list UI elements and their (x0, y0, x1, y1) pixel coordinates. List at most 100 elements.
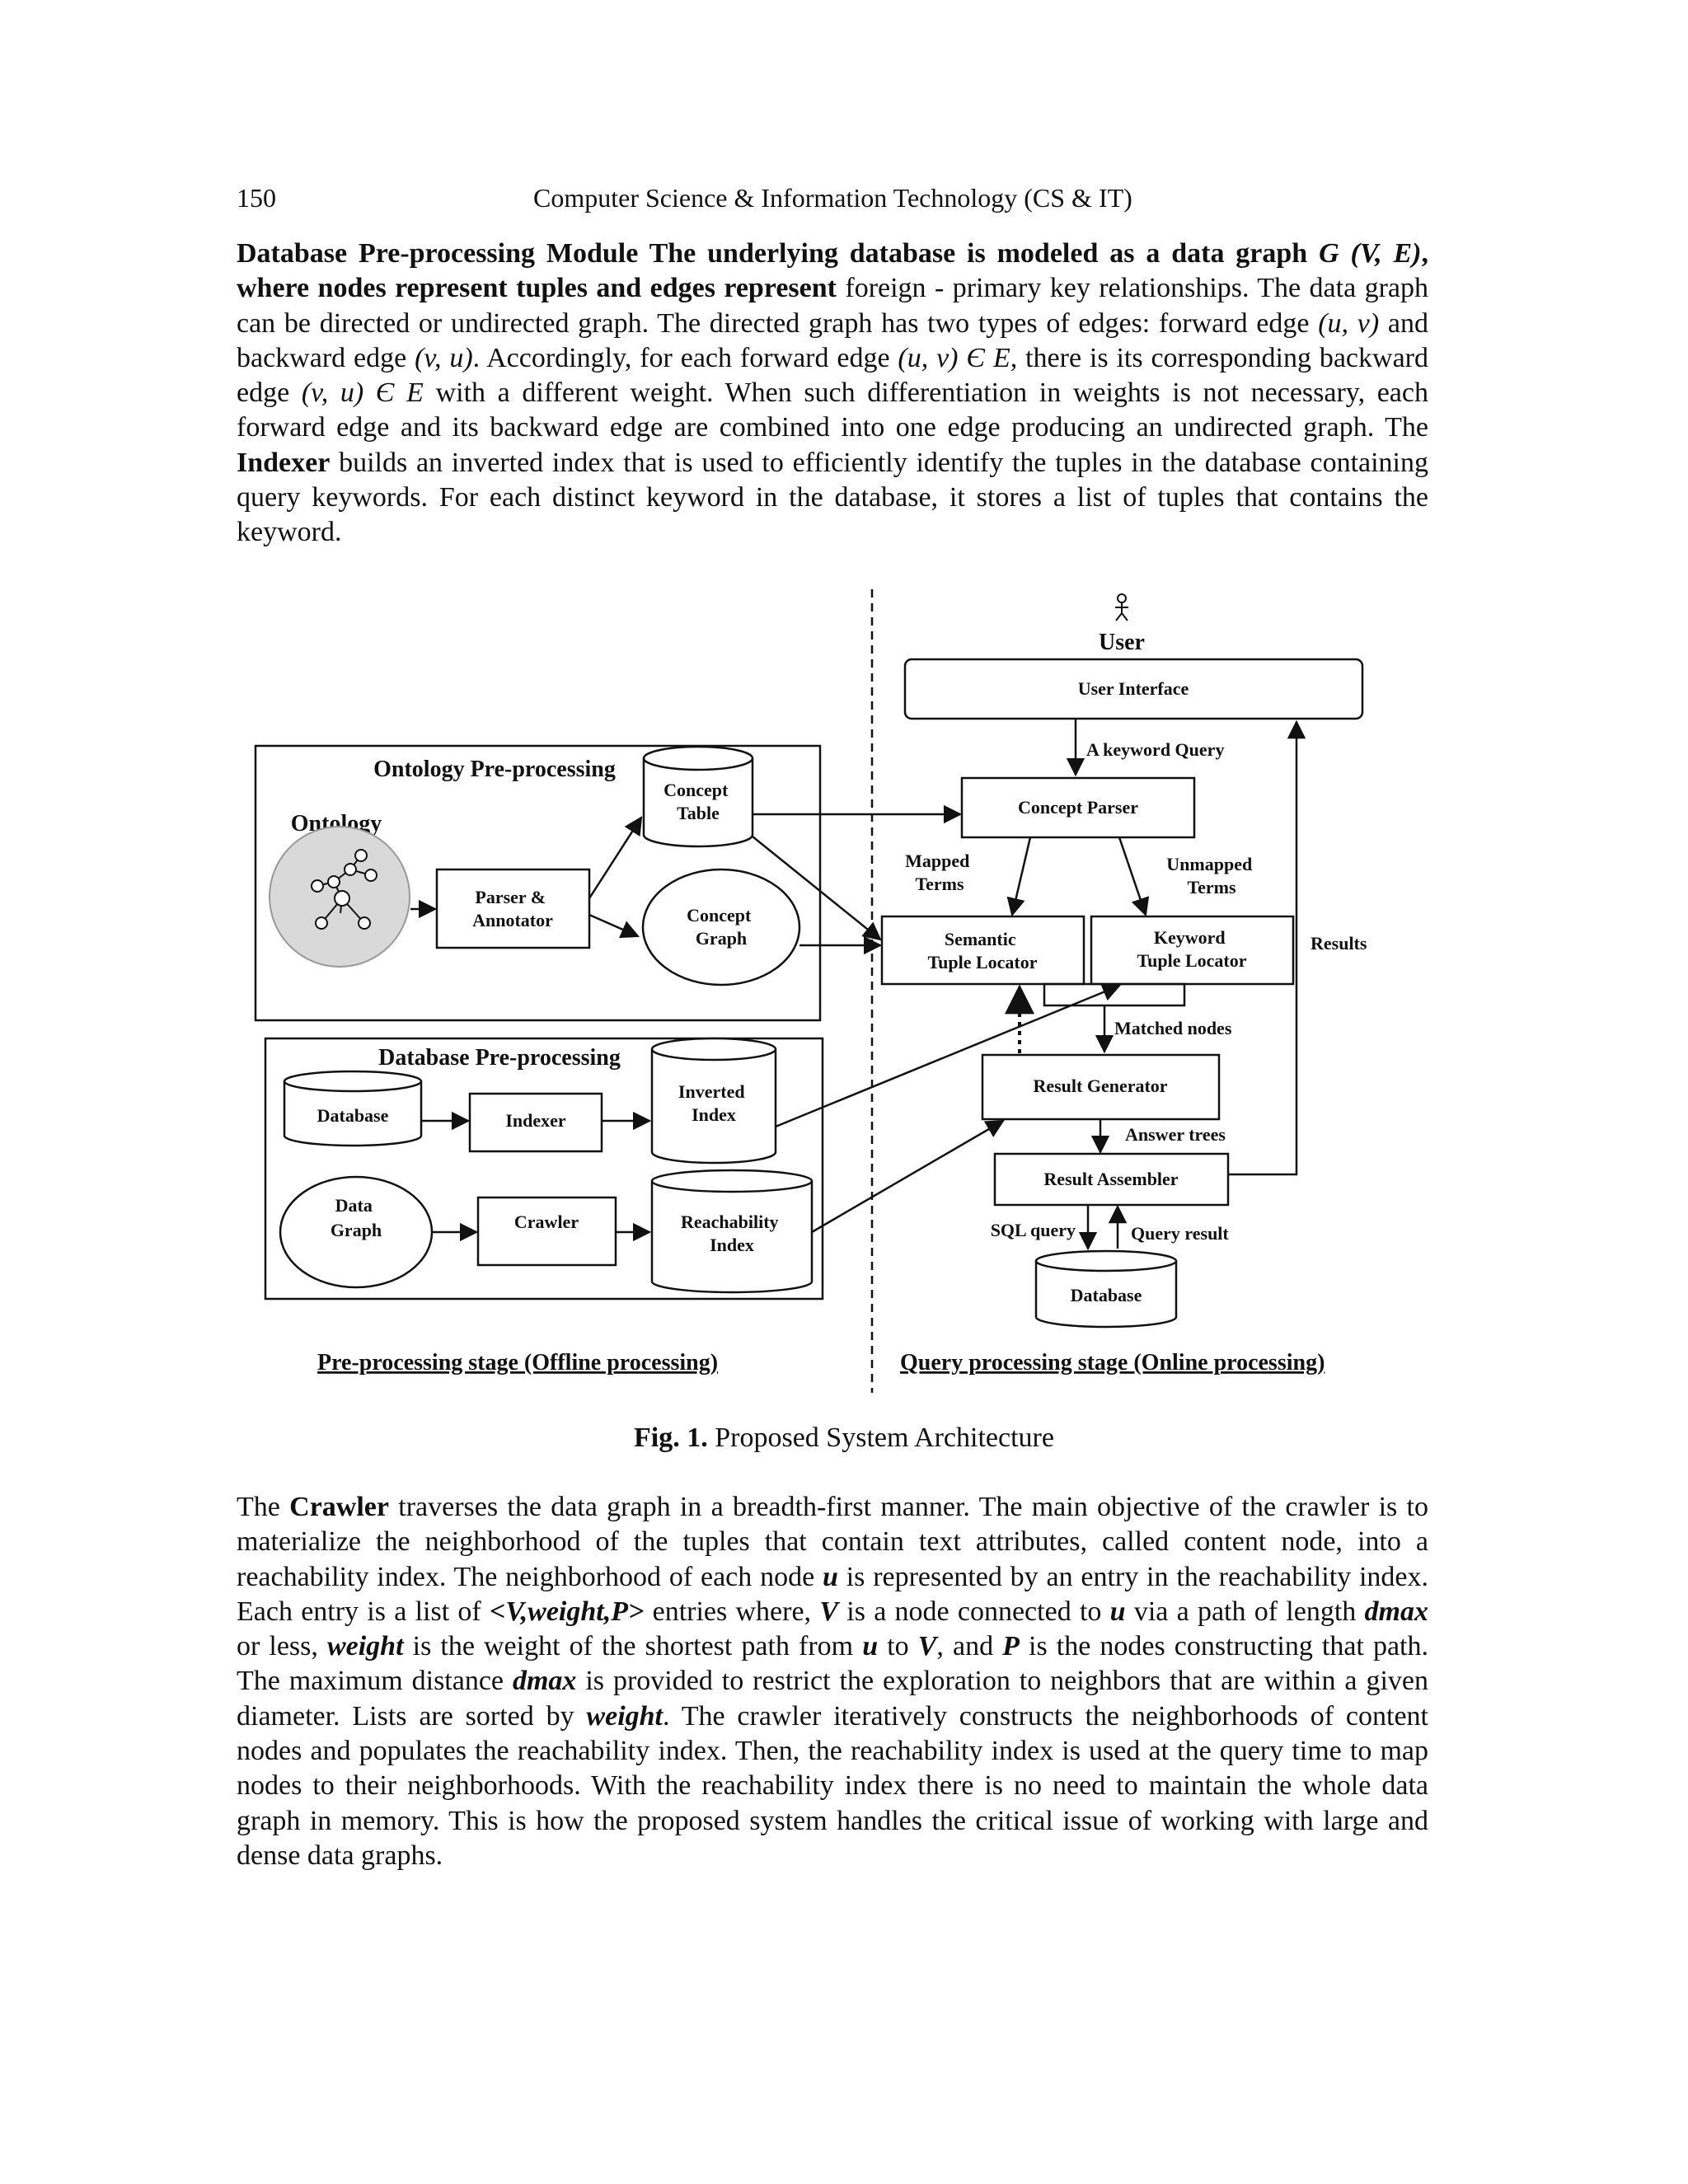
user-label: User (1099, 630, 1145, 655)
indexer-box (468, 1092, 603, 1153)
concept-table-label: Concept Table (663, 780, 733, 823)
system-architecture-diagram: User User Interface A keyword Query Conc… (254, 589, 1367, 1393)
offline-stage-label: Pre-processing stage (Offline processing… (317, 1350, 718, 1376)
p2-s16: u (862, 1631, 879, 1662)
reach-line-1: Reachability (681, 1212, 779, 1232)
matched-nodes-label: Matched nodes (1114, 1018, 1232, 1038)
data-graph-line-1: Data (335, 1195, 373, 1216)
database-preprocessing-box (264, 1037, 824, 1301)
p2-s10: u (1109, 1596, 1126, 1627)
paragraph-crawler: The Crawler traverses the data graph in … (237, 1490, 1428, 1873)
result-assembler-label: Result Assembler (1043, 1169, 1178, 1189)
keyword-line-1: Keyword (1154, 927, 1226, 948)
online-stage-label: Query processing stage (Online processin… (900, 1350, 1325, 1376)
parser-to-graph-arrow (588, 913, 640, 939)
inverted-index-label: Inverted Index (678, 1081, 749, 1125)
user-interface-label: User Interface (1078, 678, 1189, 699)
concept-parser-box (960, 776, 1196, 839)
p1-s4: foreign - primary key relationships. The… (237, 273, 1428, 339)
p2-s3: traverses the data graph in a breadth-fi… (237, 1492, 1429, 1592)
reachability-index-cylinder (650, 1169, 814, 1294)
unmapped-line-2: Terms (1187, 877, 1236, 898)
p1-s5: (u, v) (1318, 307, 1380, 339)
query-result-label: Query result (1131, 1223, 1229, 1244)
parser-line-2: Annotator (472, 910, 553, 930)
inverted-index-cylinder (650, 1037, 777, 1165)
result-generator-box (981, 1053, 1221, 1121)
p2-s12: dmax (1364, 1596, 1428, 1627)
p2-s8: V (819, 1596, 839, 1627)
p1-s14: builds an inverted index that is used to… (237, 447, 1428, 548)
concept-graph-ellipse (641, 868, 801, 987)
mapped-line-1: Mapped (905, 851, 969, 871)
reach-line-2: Index (710, 1235, 754, 1255)
figure-caption: Fig. 1. Proposed System Architecture (0, 1422, 1688, 1454)
concept-graph-label: Concept Graph (687, 905, 756, 949)
user-interface-box (903, 658, 1364, 720)
parser-to-table-arrow (588, 816, 643, 899)
p2-s11: via a path of length (1125, 1596, 1365, 1627)
p2-s25: . The crawler iteratively constructs the… (237, 1700, 1428, 1871)
mapped-terms-label: Mapped Terms (905, 851, 974, 894)
p2-s22: dmax (512, 1666, 577, 1697)
p1-s8: . Accordingly, for each forward edge (472, 342, 898, 373)
keyword-line-2: Tuple Locator (1137, 950, 1246, 971)
mapped-line-2: Terms (915, 874, 964, 894)
p1-s1: Database Pre-processing Module The under… (237, 238, 1320, 269)
p1-s3: , where nodes represent tuples and edges… (237, 238, 1429, 304)
parser-annotator-label: Parser & Annotator (472, 887, 553, 930)
database-right-label: Database (1071, 1285, 1142, 1305)
concept-table-line-2: Table (677, 803, 720, 823)
database-left-label: Database (317, 1105, 389, 1126)
concept-graph-line-1: Concept (687, 905, 752, 926)
sql-query-label: SQL query (991, 1220, 1076, 1240)
mapped-arrow (1006, 837, 1032, 917)
crawler-box (476, 1196, 617, 1267)
semantic-line-2: Tuple Locator (927, 952, 1037, 972)
paragraph-database-preprocessing: Database Pre-processing Module The under… (237, 237, 1428, 551)
semantic-tuple-locator-box (880, 915, 1085, 986)
p2-s20: P (1002, 1631, 1020, 1662)
keyword-query-label: A keyword Query (1086, 739, 1224, 760)
p2-s17: to (878, 1631, 918, 1662)
p1-s12: with a different weight. When such diffe… (237, 377, 1428, 443)
parser-annotator-box (435, 868, 591, 949)
indexer-label: Indexer (505, 1110, 566, 1131)
keyword-tuple-locator-box (1090, 915, 1295, 986)
unmapped-terms-label: Unmapped Terms (1166, 854, 1256, 898)
semantic-line-1: Semantic (945, 929, 1016, 949)
result-generator-label: Result Generator (1033, 1076, 1167, 1096)
data-graph-label: Data Graph (331, 1195, 382, 1240)
results-feedback-arrow (1228, 719, 1306, 1176)
p2-s1: The (237, 1492, 290, 1522)
reach-to-generator-arrow (811, 1119, 1005, 1234)
p2-s21: is the nodes constructing that path. The… (237, 1631, 1428, 1697)
ontology-graph-icon (269, 826, 410, 968)
p2-s14: weight (326, 1631, 404, 1662)
parser-line-1: Parser & (475, 887, 546, 907)
ontology-preprocessing-title: Ontology Pre-processing (373, 757, 616, 782)
answer-trees-label: Answer trees (1125, 1124, 1226, 1145)
p2-s7: entries where, (644, 1596, 820, 1627)
concept-parser-label: Concept Parser (1018, 797, 1138, 818)
page-header: 150 Computer Science & Information Techn… (237, 183, 1428, 224)
database-right-cylinder (1034, 1249, 1178, 1329)
p2-s19: , and (936, 1631, 1003, 1662)
unmapped-arrow (1118, 837, 1150, 917)
reachability-index-label: Reachability Index (681, 1212, 783, 1255)
p2-s9: is a node connected to (838, 1596, 1110, 1627)
concept-graph-line-2: Graph (696, 928, 747, 949)
p2-s18: V (917, 1631, 937, 1662)
inverted-to-keyword-arrow (775, 983, 1122, 1128)
inverted-line-1: Inverted (678, 1081, 745, 1102)
journal-title: Computer Science & Information Technolog… (533, 183, 1132, 213)
caption-text: Proposed System Architecture (707, 1422, 1054, 1453)
page-number: 150 (237, 183, 276, 213)
database-left-cylinder (283, 1070, 423, 1147)
p1-s11: (v, u) Є E (301, 377, 424, 409)
p1-s13: Indexer (237, 447, 331, 478)
p2-s2: Crawler (289, 1492, 389, 1522)
p2-s5: is represented by an entry in the reacha… (237, 1561, 1428, 1627)
semantic-locator-label: Semantic Tuple Locator (927, 929, 1037, 972)
p1-s10: there is its corresponding backward edge (237, 342, 1428, 409)
